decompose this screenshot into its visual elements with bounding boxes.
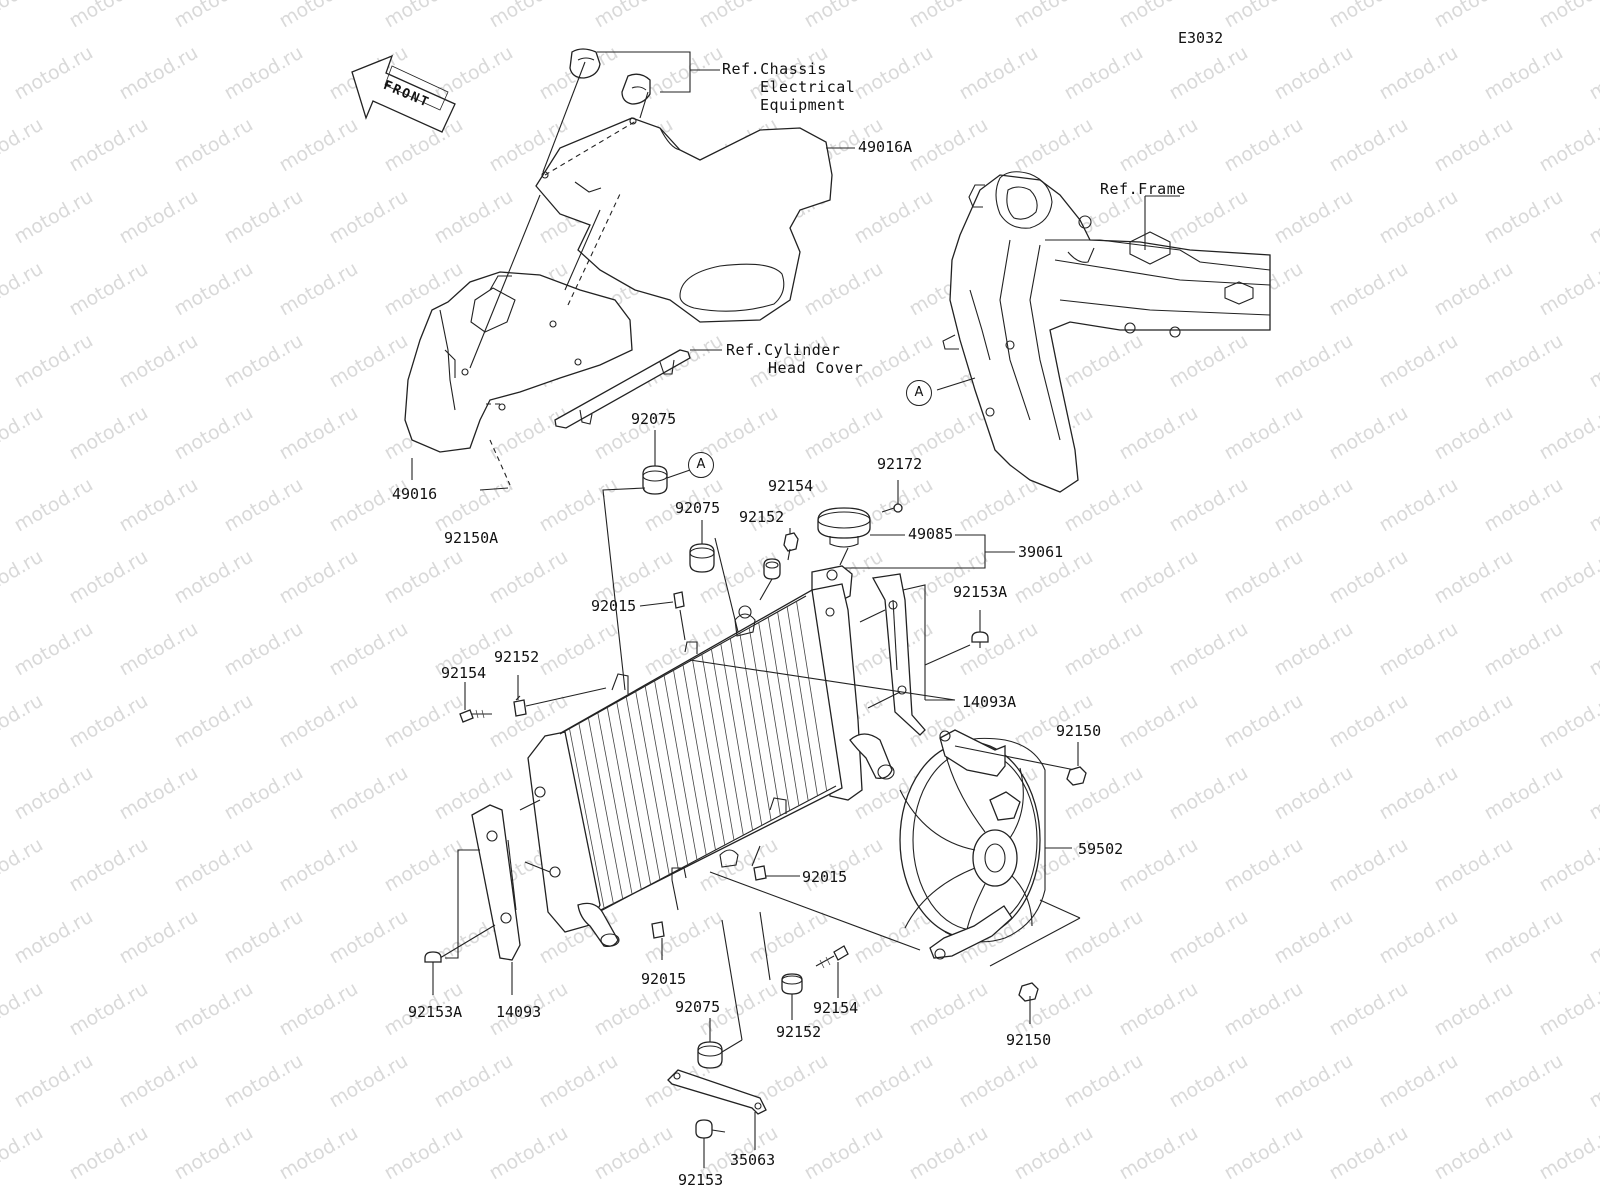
part-label-92152-bottom: 92152 [776,1023,822,1041]
reference-marker-a-frame: A [906,380,932,406]
ref-frame: Ref.Frame [1100,180,1186,198]
bracket-14093 [471,804,521,961]
radiator-fin [701,654,735,841]
part-label-92015-bottom: 92015 [641,970,687,988]
part-label-49085: 49085 [908,525,954,543]
collar-small [763,558,781,580]
diagram-code: E3032 [1178,29,1224,47]
part-label-92152-top: 92152 [739,508,785,526]
side-cover-49016 [404,271,633,453]
screw-92172 [881,503,903,513]
part-label-49016: 49016 [392,485,438,503]
collar-92152-left [513,695,527,717]
radiator-cap-49085 [817,507,871,548]
bolt-92153A-left [424,951,442,968]
radiator-fin [673,670,707,855]
cooling-fan-59502 [899,729,1046,960]
radiator-fin [692,659,726,846]
radiator-fin [758,622,791,811]
part-label-92150-bottom: 92150 [1006,1031,1052,1049]
radiator-fin [625,696,661,880]
part-label-92015-top: 92015 [591,597,637,615]
grommet-92075-top [642,465,668,495]
part-label-92015-right: 92015 [802,868,848,886]
ref-chassis-line2: Electrical [760,78,856,96]
part-label-92153A-right: 92153A [953,583,1008,601]
nut-92150-bottom [1018,982,1039,1002]
radiator-fin [606,707,642,890]
part-label-92172: 92172 [877,455,923,473]
radiator-fin [635,691,670,875]
bracket-14093A [871,573,926,736]
part-label-39061: 39061 [1018,543,1064,561]
shroud-cover-49016A [535,117,833,323]
clip-92015-bottom [651,921,665,939]
part-label-92152-left: 92152 [494,648,540,666]
part-label-14093: 14093 [496,1003,542,1021]
radiator-fin [654,680,689,865]
part-label-92150A: 92150A [444,529,499,547]
part-label-49016A: 49016A [858,138,913,156]
grommet-92075-bottom [697,1041,723,1069]
collar-92152-bottom [781,973,803,995]
bolt-92153 [695,1119,726,1139]
frame-assembly [942,171,1271,493]
radiator-fin [777,611,809,801]
radiator-fin [729,638,763,826]
grommet-92075-mid [689,543,715,573]
radiator-fin [597,712,633,895]
part-label-92153A-left: 92153A [408,1003,463,1021]
bolt-92153A-right [971,631,989,648]
radiator-fin [796,601,828,791]
radiator-fin [682,664,716,851]
radiator-fin [786,606,818,796]
part-label-59502: 59502 [1078,840,1124,858]
radiator-fin [578,723,614,905]
bracket-35063 [667,1069,767,1115]
ref-cylinder-line1: Ref.Cylinder [726,341,841,359]
radiator-fin [663,675,698,860]
part-label-92154-top: 92154 [768,477,814,495]
bolt-92154-left [459,709,492,723]
nut-92150-top [1066,766,1087,786]
radiator-core [527,565,895,948]
radiator-fin [616,702,651,885]
part-label-92154-left: 92154 [441,664,487,682]
cylinder-head-cover-bracket [554,349,691,429]
radiator-fin [720,643,753,831]
ref-chassis-line1: Ref.Chassis [722,60,827,78]
clip-92015-right [753,865,767,881]
part-label-92075-bottom: 92075 [675,998,721,1016]
part-label-92154-bottom: 92154 [813,999,859,1017]
part-label-35063: 35063 [730,1151,776,1169]
part-label-92153: 92153 [678,1171,724,1189]
clip-92015-top [673,591,685,609]
radiator-fin [748,627,781,816]
part-label-92150-top: 92150 [1056,722,1102,740]
reference-marker-a-grommet: A [688,452,714,478]
connector-lower [621,73,651,105]
part-label-92075-top: 92075 [631,410,677,428]
radiator-fin [644,686,679,870]
collar-92152-top [783,532,799,561]
bolt-92154-bottom [815,945,849,969]
radiator-fin [767,617,800,806]
part-label-92075-mid: 92075 [675,499,721,517]
radiator-fin [569,728,605,910]
front-arrow-icon [351,54,456,133]
ref-chassis-line3: Equipment [760,96,846,114]
radiator-fin [711,649,744,836]
part-label-14093A: 14093A [962,693,1017,711]
radiator-fin [739,633,772,821]
radiator-fin [588,718,624,900]
ref-cylinder-line2: Head Cover [768,359,864,377]
